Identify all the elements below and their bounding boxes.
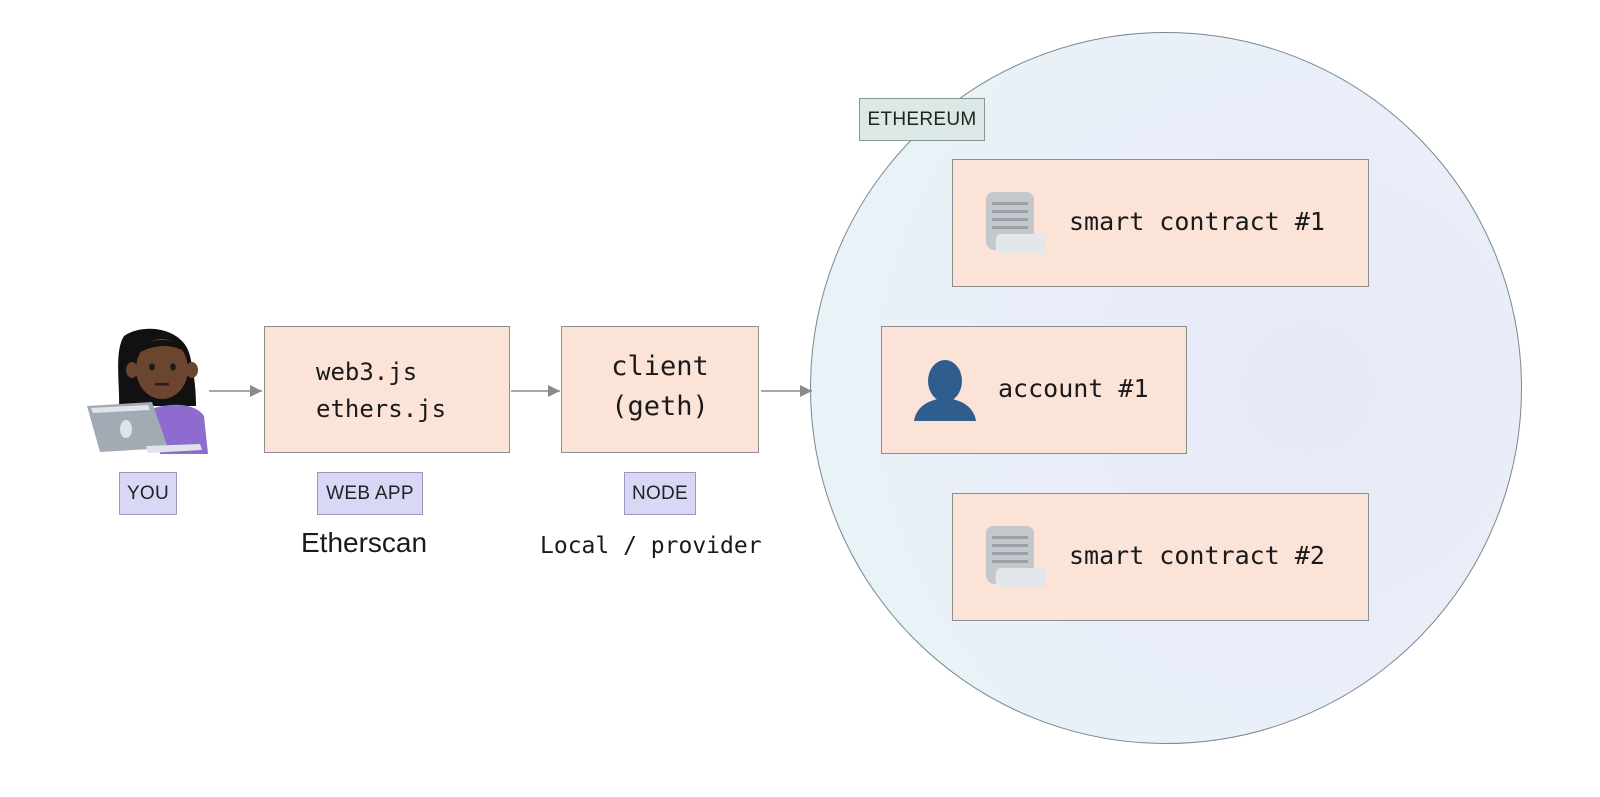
person-with-laptop-icon: [84, 326, 214, 456]
smart-contract-2-label: smart contract #2: [1069, 541, 1325, 570]
smart-contract-1-box: smart contract #1: [952, 159, 1369, 287]
web-app-libraries: web3.js ethers.js: [316, 354, 446, 428]
you-tag-label: YOU: [126, 482, 170, 504]
smart-contract-2-box: smart contract #2: [952, 493, 1369, 621]
web-app-tag-label: WEB APP: [326, 482, 414, 504]
node-client-text: client (geth): [562, 347, 758, 427]
node-tag-label: NODE: [631, 482, 689, 504]
account-1-label: account #1: [998, 374, 1149, 403]
scroll-document-icon: [982, 524, 1048, 592]
scroll-document-icon: [982, 190, 1048, 258]
web-app-caption: Etherscan: [301, 527, 428, 558]
node-box: client (geth): [561, 326, 759, 453]
web-app-tag: WEB APP: [317, 472, 423, 515]
ethersjs-label: ethers.js: [316, 395, 447, 423]
smart-contract-1-label: smart contract #1: [1069, 207, 1325, 236]
node-tag: NODE: [624, 472, 696, 515]
ethereum-tag-label: ETHEREUM: [867, 108, 977, 130]
web3js-label: web3.js: [316, 358, 418, 386]
client-label: client: [611, 351, 709, 382]
account-1-box: account #1: [881, 326, 1187, 454]
person-silhouette-icon: [912, 357, 978, 423]
ethereum-tag: ETHEREUM: [859, 98, 985, 141]
you-tag: YOU: [119, 472, 177, 515]
node-caption: Local / provider: [540, 533, 762, 559]
web-app-box: web3.js ethers.js: [264, 326, 510, 453]
geth-label: (geth): [611, 391, 709, 422]
